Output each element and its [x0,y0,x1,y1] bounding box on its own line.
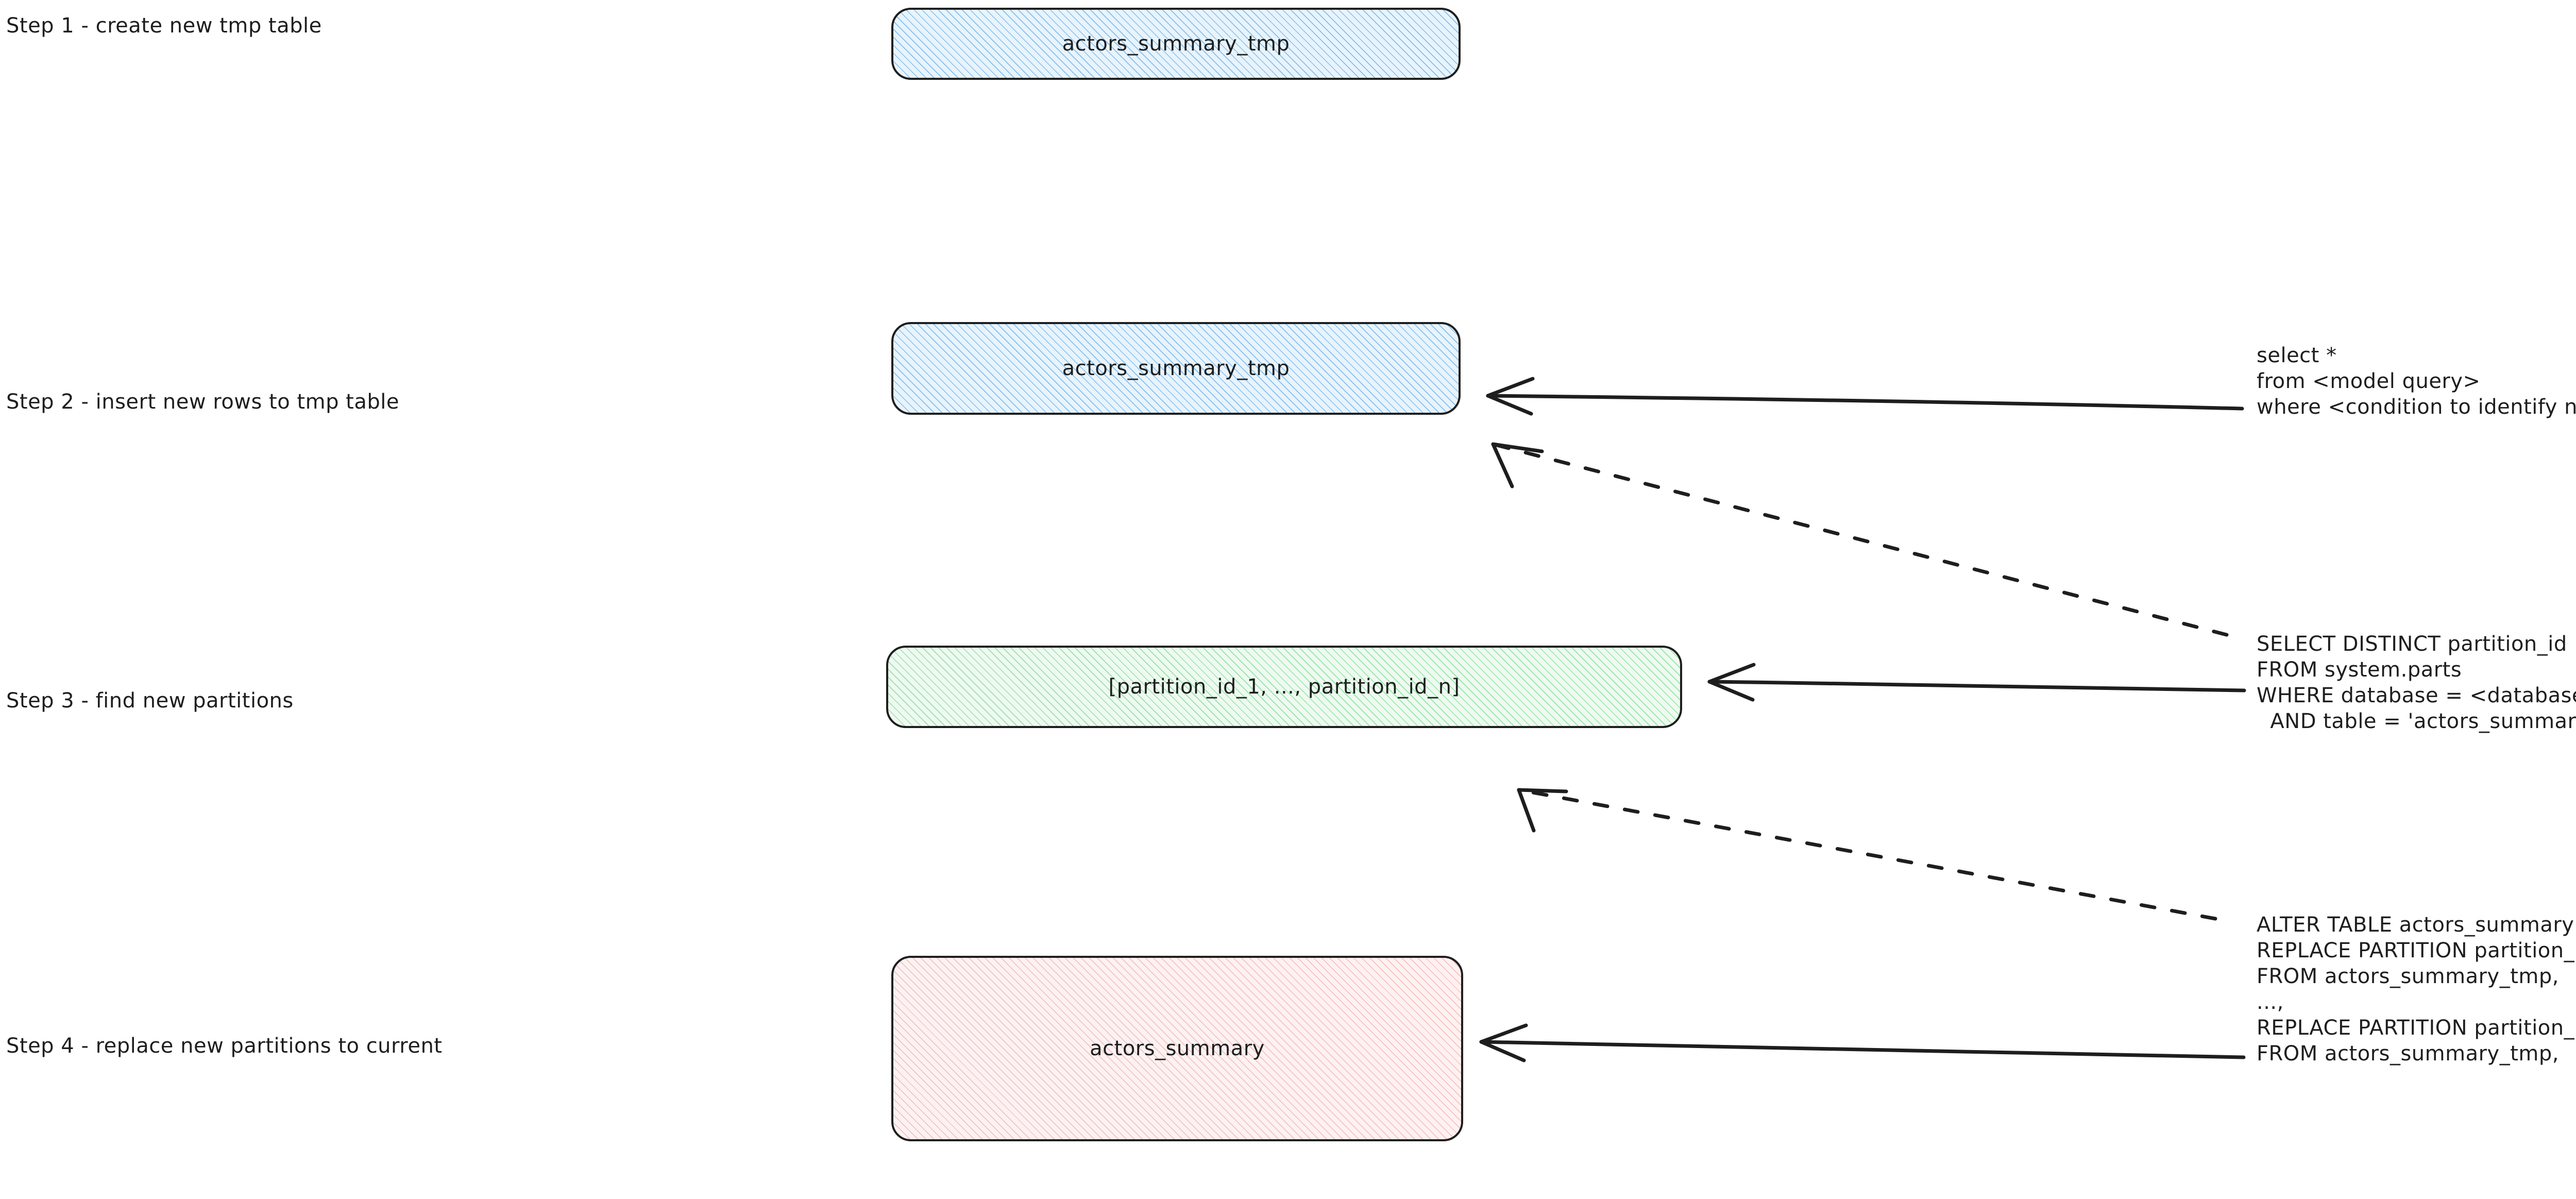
arrow-step3-sql-to-node2-dashed [1491,442,2229,637]
node-label: actors_summary_tmp [1062,32,1290,56]
node-label: actors_summary_tmp [1062,357,1290,380]
step-label-2: Step 2 - insert new rows to tmp table [6,390,399,414]
sql-text-step4: ALTER TABLE actors_summary REPLACE PARTI… [2257,913,2576,1066]
step-label-4: Step 4 - replace new partitions to curre… [6,1034,443,1058]
arrow-step2-sql-to-node2 [1486,377,2244,416]
sql-text-step3: SELECT DISTINCT partition_id FROM system… [2257,632,2576,733]
node-label: actors_summary [1090,1037,1265,1060]
arrow-step3-sql-to-node3 [1707,663,2246,702]
node-partition-id-list[interactable]: [partition_id_1, ..., partition_id_n] [886,646,1682,728]
arrow-step4-sql-to-node3-dashed [1517,788,2217,921]
sql-text-step2: select * from <model query> where <condi… [2257,344,2576,419]
step-label-3: Step 3 - find new partitions [6,689,294,713]
node-actors-summary-tmp-step1[interactable]: actors_summary_tmp [891,8,1461,80]
node-actors-summary[interactable]: actors_summary [891,956,1463,1141]
arrow-step4-sql-to-node4 [1479,1023,2246,1062]
node-label: [partition_id_1, ..., partition_id_n] [1108,675,1460,699]
node-actors-summary-tmp-step2[interactable]: actors_summary_tmp [891,322,1461,415]
step-label-1: Step 1 - create new tmp table [6,14,322,38]
